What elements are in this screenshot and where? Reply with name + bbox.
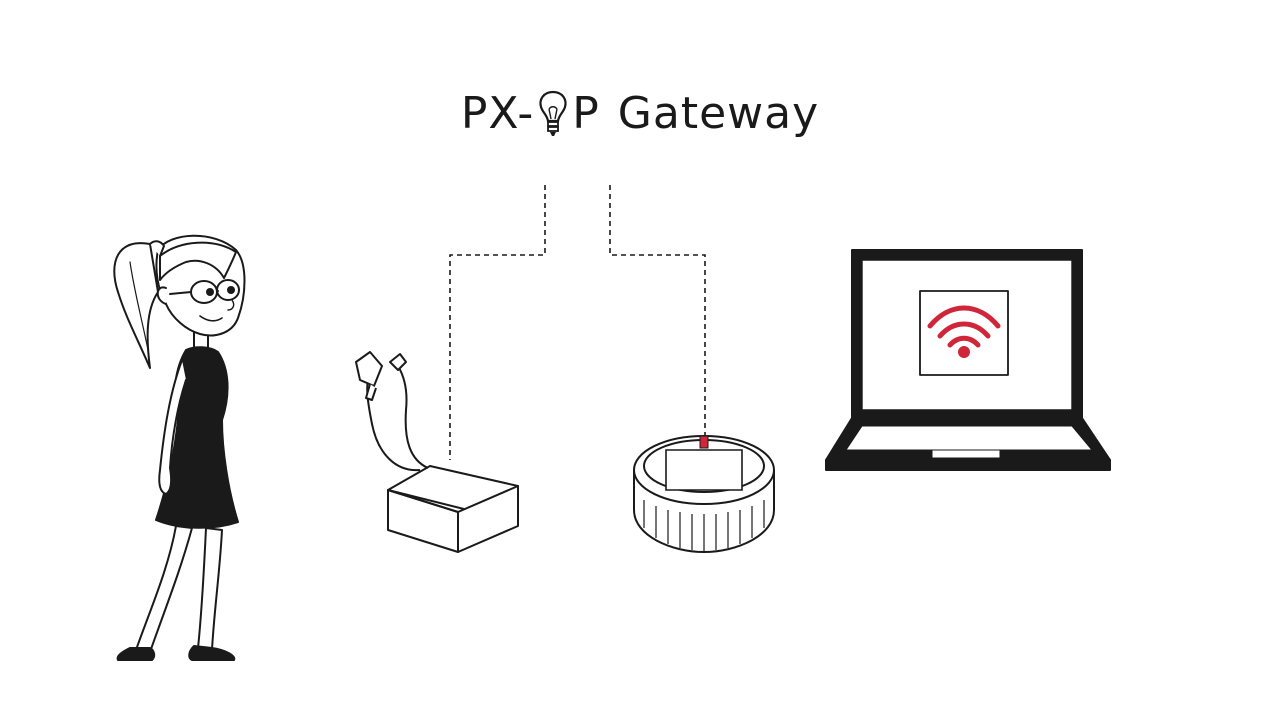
woman-figure [113,234,246,661]
laptop [825,249,1111,471]
lightbulb-icon [536,89,570,139]
power-supply-box [355,351,519,553]
connector-to-detector [609,185,706,435]
wifi-icon [927,305,1001,348]
diagram-title: PX- P Gateway [0,88,1280,139]
connector-lines [449,185,706,460]
title-prefix: PX- [460,88,535,139]
title-suffix: P [572,88,600,139]
connector-to-power-box [449,185,546,460]
title-word: Gateway [617,88,820,139]
round-detector-device [633,435,775,554]
